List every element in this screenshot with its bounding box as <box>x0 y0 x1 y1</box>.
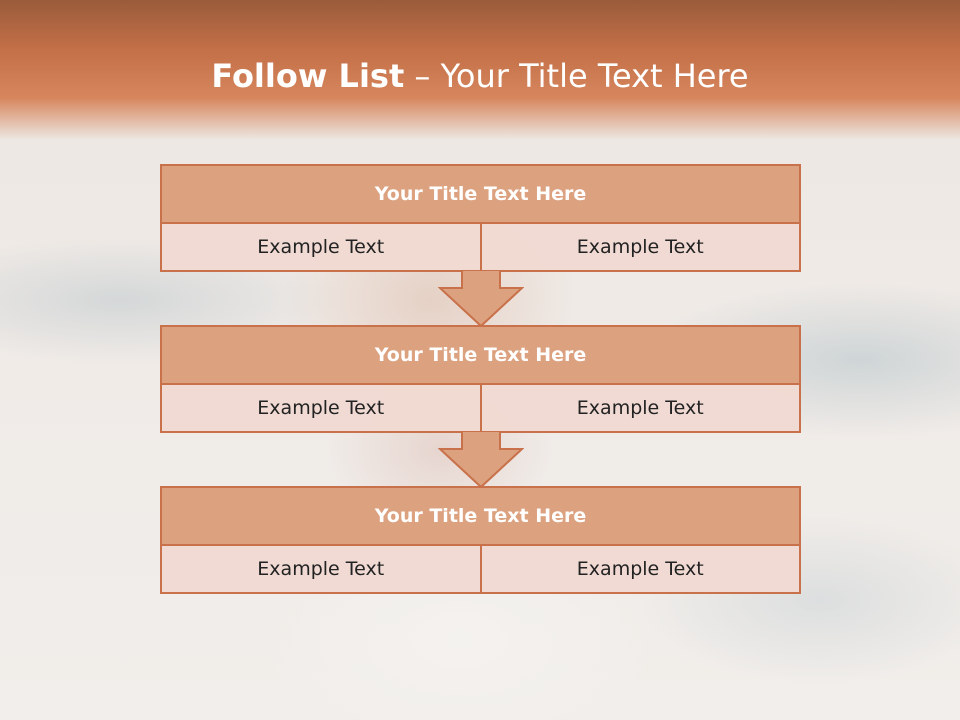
block-cell-left: Example Text <box>162 385 480 431</box>
block-title: Your Title Text Here <box>162 166 799 224</box>
down-arrow-icon <box>438 431 524 489</box>
block-row: Example Text Example Text <box>162 546 799 592</box>
down-arrow-icon <box>438 270 524 328</box>
block-cell-right: Example Text <box>479 546 799 592</box>
block-title: Your Title Text Here <box>162 488 799 546</box>
list-block-3: Your Title Text Here Example Text Exampl… <box>160 486 801 594</box>
block-row: Example Text Example Text <box>162 385 799 431</box>
block-cell-right: Example Text <box>479 224 799 270</box>
slide-title-bold: Follow List <box>211 57 405 95</box>
list-block-2: Your Title Text Here Example Text Exampl… <box>160 325 801 433</box>
block-cell-right: Example Text <box>479 385 799 431</box>
block-title: Your Title Text Here <box>162 327 799 385</box>
block-row: Example Text Example Text <box>162 224 799 270</box>
block-cell-left: Example Text <box>162 224 480 270</box>
block-cell-left: Example Text <box>162 546 480 592</box>
list-block-1: Your Title Text Here Example Text Exampl… <box>160 164 801 272</box>
header-band <box>0 0 960 140</box>
slide-title-rest: – Your Title Text Here <box>404 57 749 95</box>
slide-title: Follow List – Your Title Text Here <box>0 56 960 96</box>
